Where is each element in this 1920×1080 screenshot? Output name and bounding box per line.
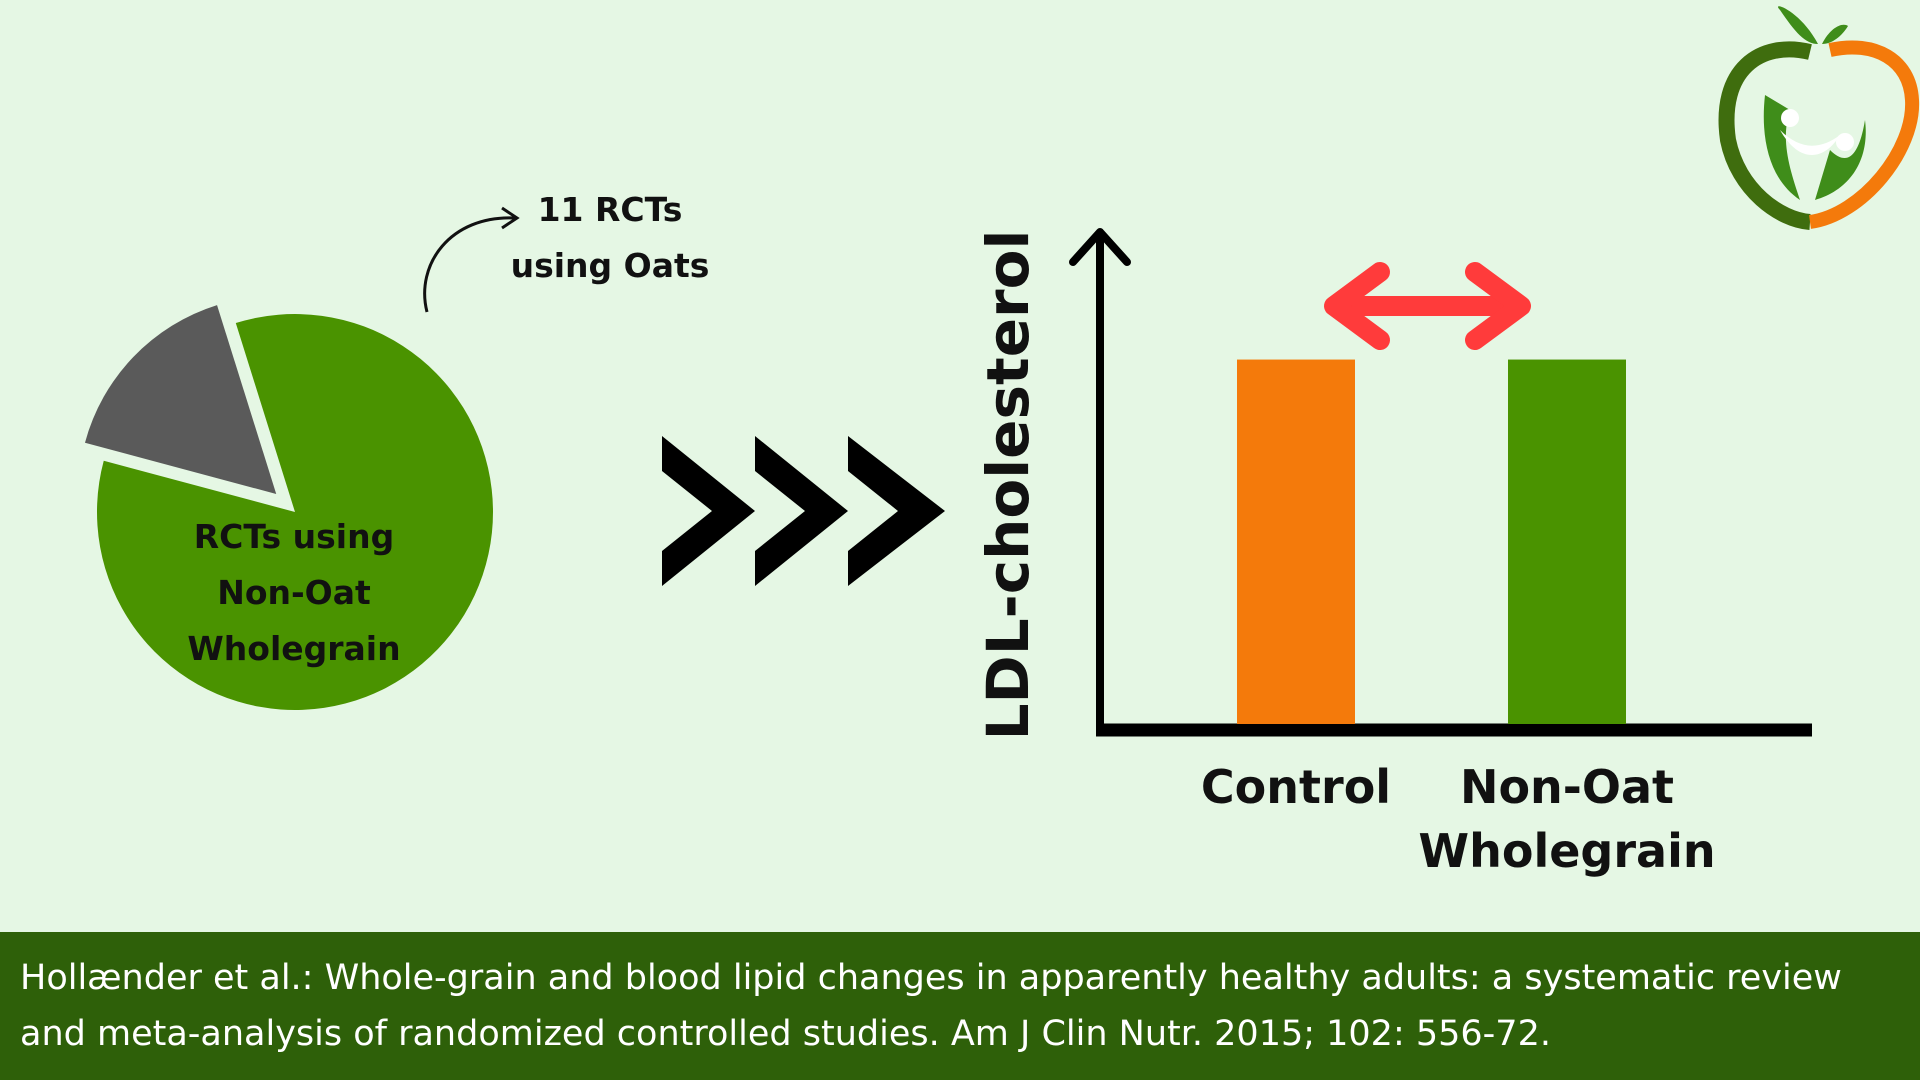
citation-line-2: and meta-analysis of randomized controll… — [20, 1014, 1551, 1054]
citation-line-1: Hollænder et al.: Whole-grain and blood … — [20, 958, 1842, 998]
apple-people-logo-icon — [1718, 6, 1920, 230]
triple-chevron-right-icon — [662, 436, 945, 586]
bar-1 — [1508, 359, 1626, 724]
pie-slice-oats — [84, 305, 277, 495]
y-axis-label: LDL-cholesterol — [974, 230, 1042, 741]
y-axis-arrowhead — [1069, 228, 1131, 266]
bar-0 — [1237, 359, 1355, 724]
double-headed-arrow-icon — [1324, 262, 1531, 350]
pie-chart — [84, 305, 493, 710]
callout-arrow-head — [501, 206, 520, 230]
citation-footer: Hollænder et al.: Whole-grain and blood … — [0, 932, 1920, 1080]
callout-arrow — [423, 216, 516, 313]
pie-slice-non-oat — [96, 314, 493, 710]
category-label-0: Control — [1201, 760, 1391, 814]
